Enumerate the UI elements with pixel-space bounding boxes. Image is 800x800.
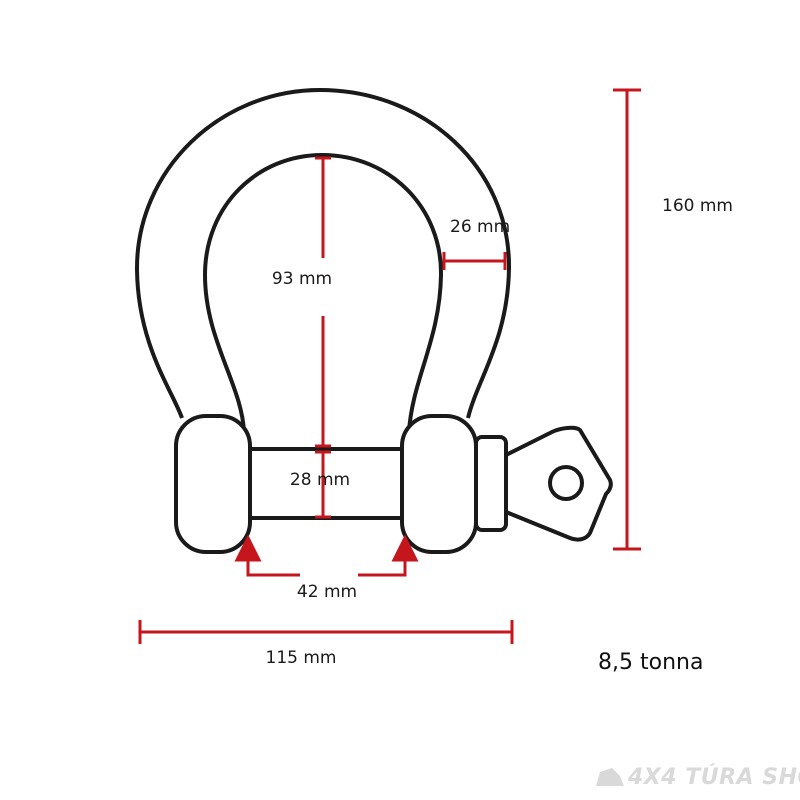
left-eye [174, 414, 252, 554]
watermark-logo: 4X4 TÚRA SHOP [596, 764, 800, 790]
label-body-diameter: 26 mm [450, 217, 510, 237]
dim-inner-width-arrow-left [234, 534, 300, 577]
label-inner-width: 42 mm [297, 582, 357, 602]
dimension-lines [138, 88, 641, 644]
shackle-bow [134, 88, 512, 433]
bow-inner-outline [203, 153, 444, 433]
load-rating: 8,5 tonna [598, 650, 703, 675]
right-eye [400, 414, 478, 554]
dim-inner-width-arrow-right [358, 534, 419, 577]
truck-icon [596, 768, 624, 786]
bow-outer-outline [134, 88, 512, 419]
pin-collar [474, 435, 508, 532]
watermark-text: 4X4 TÚRA SHOP [627, 764, 800, 790]
label-overall-width: 115 mm [266, 648, 337, 668]
pin-head-hole [548, 465, 584, 501]
label-inner-height: 93 mm [272, 269, 332, 289]
label-pin-diameter: 28 mm [290, 470, 350, 490]
label-height-overall: 160 mm [662, 196, 733, 216]
